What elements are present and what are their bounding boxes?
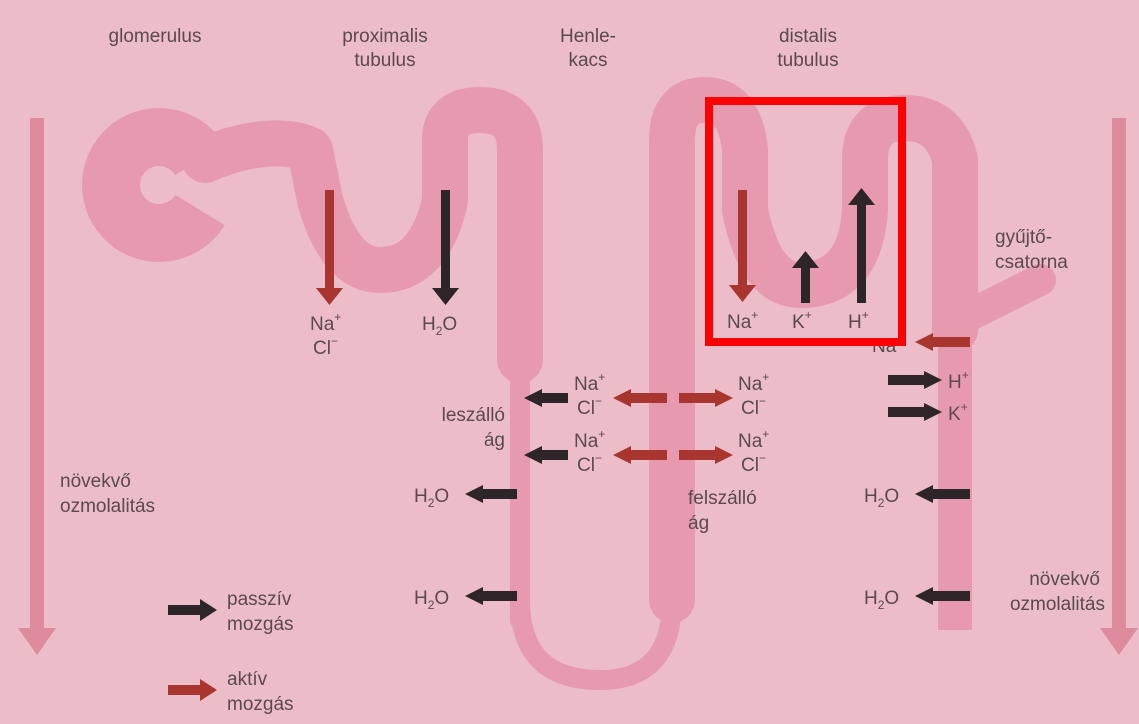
ion-henle-row2-left: Na+ Cl− <box>574 427 605 476</box>
ion-henle-row1-right: Na+ Cl− <box>738 370 769 419</box>
label-novekvo-left-2: ozmolalitás <box>60 496 155 517</box>
svg-text:Na+: Na+ <box>738 427 769 452</box>
henle-loop-bottom <box>520 600 672 680</box>
ion-h-distal: H+ <box>848 308 869 333</box>
svg-text:K+: K+ <box>792 308 812 333</box>
ascending-limb <box>672 100 955 600</box>
label-gyujto-2: csatorna <box>995 252 1068 273</box>
osmolality-gradient-left <box>18 118 56 655</box>
proximal-tubule <box>205 110 520 360</box>
label-felszallo-2: ág <box>688 513 709 534</box>
label-distalis-2: tubulus <box>777 50 838 71</box>
label-proximalis-1: proximalis <box>342 26 428 47</box>
legend-arrows <box>168 599 217 701</box>
ion-h2o-descending-2: H2O <box>414 588 449 612</box>
label-leszallo-1: leszálló <box>442 405 505 426</box>
label-novekvo-right-2: ozmolalitás <box>1010 594 1105 615</box>
svg-text:Na+: Na+ <box>574 370 605 395</box>
legend-active-2: mozgás <box>227 694 294 715</box>
svg-text:Na+: Na+ <box>310 310 341 335</box>
svg-text:Cl−: Cl− <box>741 451 766 476</box>
legend-active-1: aktív <box>227 669 268 690</box>
svg-text:Cl−: Cl− <box>577 451 602 476</box>
label-leszallo-2: ág <box>484 430 505 451</box>
ion-h2o-collecting-1: H2O <box>864 486 899 510</box>
label-henle-1: Henle- <box>560 26 616 47</box>
svg-text:Cl−: Cl− <box>741 394 766 419</box>
osmolality-gradient-right <box>1100 118 1138 655</box>
legend-passive-2: mozgás <box>227 614 294 635</box>
ion-k-distal: K+ <box>792 308 812 333</box>
ion-henle-row2-right: Na+ Cl− <box>738 427 769 476</box>
svg-text:Na+: Na+ <box>738 370 769 395</box>
legend-passive-1: passzív <box>227 589 292 610</box>
label-proximalis-2: tubulus <box>354 50 415 71</box>
svg-text:Cl−: Cl− <box>313 334 338 359</box>
ion-henle-row1-left: Na+ Cl− <box>574 370 605 419</box>
ion-h2o-descending-1: H2O <box>414 486 449 510</box>
svg-text:H2O: H2O <box>864 486 899 510</box>
svg-text:H2O: H2O <box>414 588 449 612</box>
label-henle-2: kacs <box>568 50 607 71</box>
svg-text:H2O: H2O <box>414 486 449 510</box>
svg-text:H2O: H2O <box>864 588 899 612</box>
label-gyujto-1: gyűjtő- <box>995 227 1052 248</box>
ion-na-distal: Na+ <box>727 308 758 333</box>
label-distalis-1: distalis <box>779 26 837 47</box>
label-felszallo-1: felszálló <box>688 488 757 509</box>
svg-text:H2O: H2O <box>422 314 457 338</box>
ion-h2o-proximal: H2O <box>422 314 457 338</box>
svg-text:Cl−: Cl− <box>577 394 602 419</box>
label-novekvo-left-1: növekvő <box>60 471 131 492</box>
svg-text:H+: H+ <box>848 308 869 333</box>
svg-text:Na+: Na+ <box>574 427 605 452</box>
ion-h2o-collecting-2: H2O <box>864 588 899 612</box>
svg-text:Na+: Na+ <box>727 308 758 333</box>
ion-na-proximal: Na+ Cl− <box>310 310 341 359</box>
label-glomerulus: glomerulus <box>109 26 202 47</box>
label-novekvo-right-1: növekvő <box>1029 569 1100 590</box>
